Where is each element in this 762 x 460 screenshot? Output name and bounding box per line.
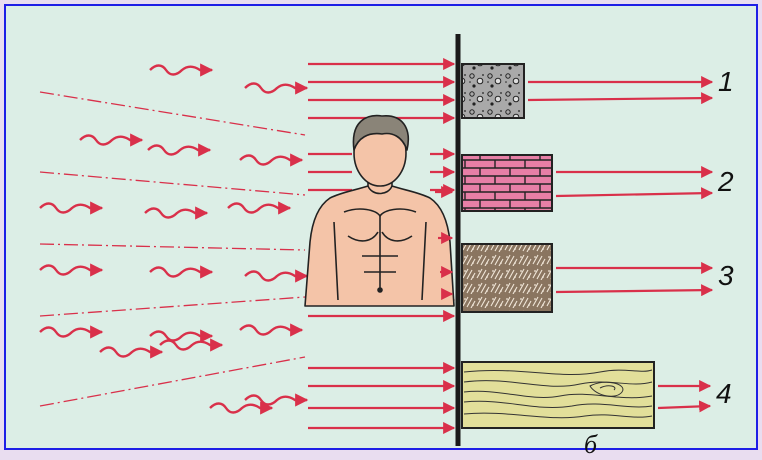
- wavy-ray-arrow-12: [40, 328, 102, 337]
- brick-block: [462, 155, 552, 211]
- wavy-ray-arrow-6: [40, 204, 102, 213]
- wavy-ray-arrow-11: [245, 272, 307, 281]
- wavy-ray-arrow-13: [150, 332, 212, 341]
- figure-caption: б: [584, 430, 597, 460]
- wavy-ray-arrow-16: [160, 341, 222, 350]
- transmitted-ray-group: [528, 82, 712, 408]
- wavy-ray-arrow-1: [150, 66, 212, 75]
- wavy-ray-arrow-7: [145, 209, 207, 218]
- wood-block: [462, 362, 654, 428]
- wavy-ray-arrow-15: [100, 348, 162, 357]
- material-label-3: 3: [718, 260, 734, 292]
- material-label-4: 4: [716, 378, 732, 410]
- concrete-block: [462, 64, 524, 118]
- wavy-ray-arrow-9: [40, 266, 102, 275]
- wavy-ray-arrow-17: [210, 404, 272, 413]
- material-label-1: 1: [718, 66, 734, 98]
- earth-block: [462, 244, 552, 312]
- wavy-ray-arrow-2: [245, 84, 307, 93]
- wavy-ray-arrow-14: [240, 326, 302, 335]
- wavy-ray-arrow-8: [228, 204, 290, 213]
- wavy-ray-arrow-3: [80, 136, 142, 145]
- material-label-2: 2: [718, 166, 734, 198]
- human-figure: [305, 116, 454, 306]
- wavy-ray-arrow-5: [240, 156, 302, 165]
- wavy-ray-group: [40, 66, 307, 413]
- wavy-ray-arrow-10: [150, 268, 212, 277]
- wavy-ray-arrow-4: [148, 146, 210, 155]
- wavy-ray-arrow-18: [245, 396, 307, 405]
